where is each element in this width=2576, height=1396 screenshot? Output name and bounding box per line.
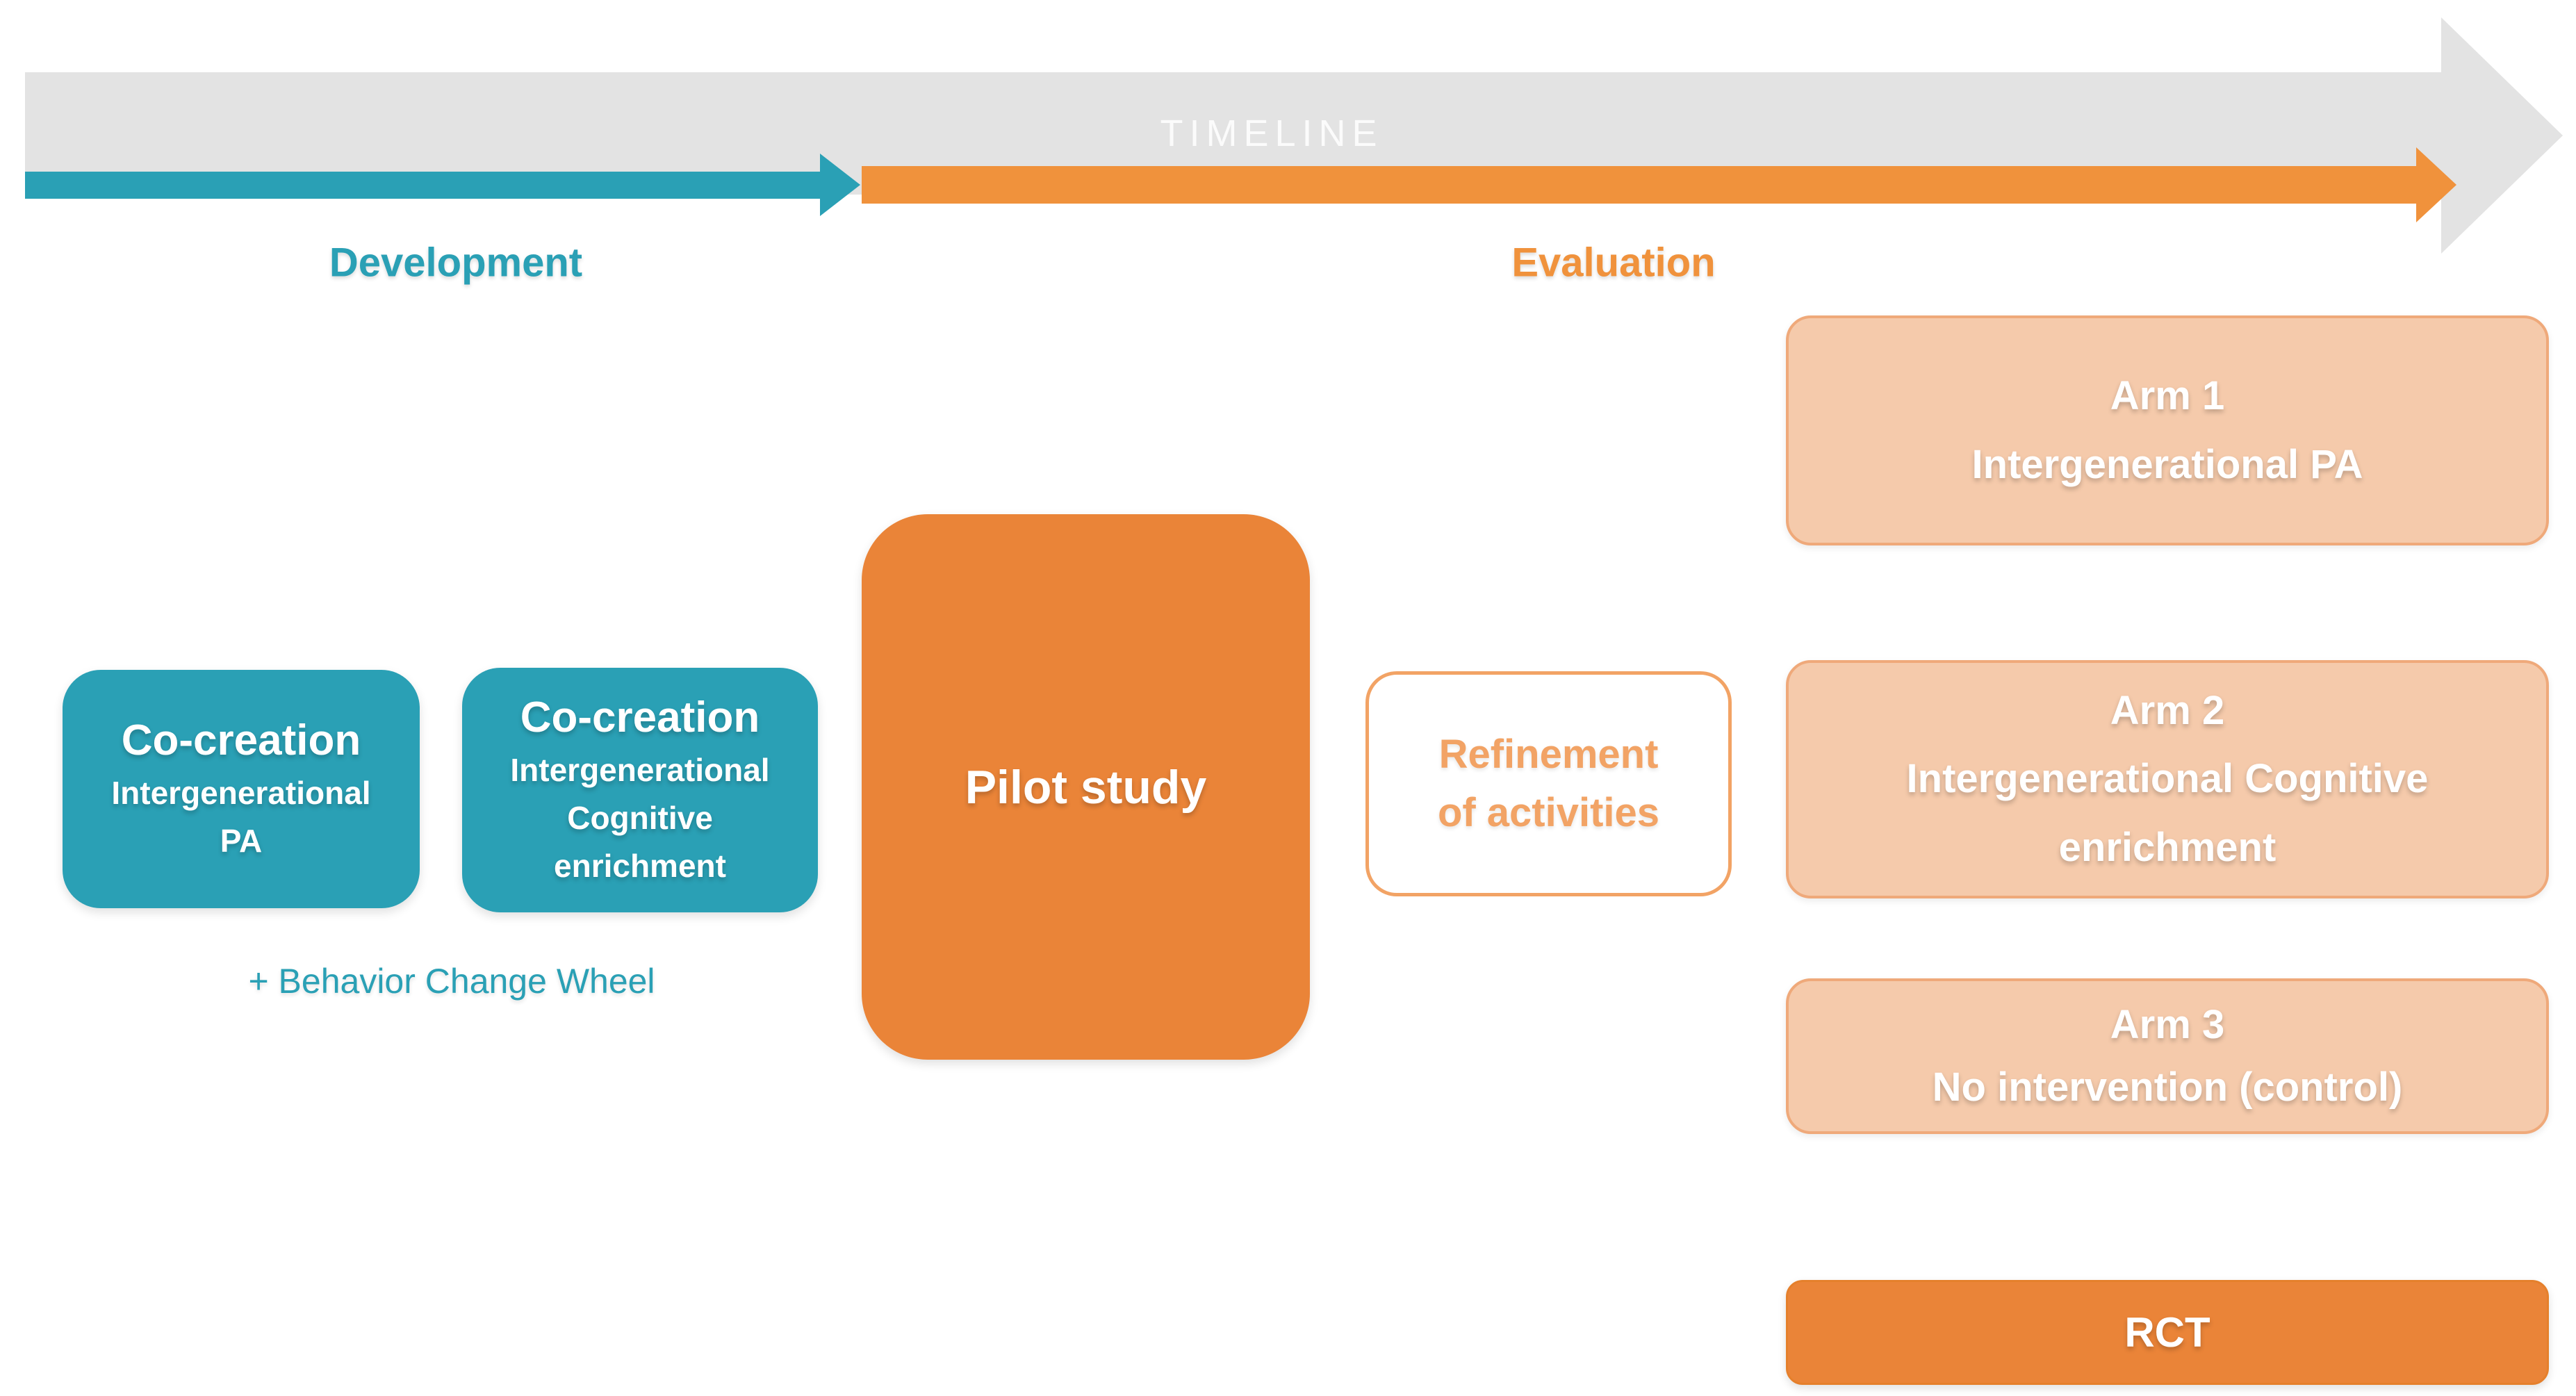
cocreation-cognitive-line-3: enrichment <box>554 847 726 884</box>
arm-2-line-2: enrichment <box>2058 824 2276 870</box>
refinement-line-2: of activities <box>1437 790 1660 835</box>
evaluation-arrow-body <box>862 166 2416 204</box>
arm-1-title: Arm 1 <box>2110 372 2225 418</box>
evaluation-phase-label: Evaluation <box>1511 240 1716 286</box>
cocreation-pa-box: Co-creation Intergenerational PA <box>63 670 420 908</box>
development-arrow-body <box>25 172 820 199</box>
cocreation-pa-title: Co-creation <box>121 716 361 765</box>
cocreation-cognitive-line-2: Cognitive <box>567 799 713 836</box>
arm-2-title: Arm 2 <box>2110 687 2225 733</box>
development-arrowhead-icon <box>820 154 860 216</box>
cocreation-cognitive-line-1: Intergenerational <box>510 751 770 788</box>
arm-3-line-1: No intervention (control) <box>1932 1065 2403 1110</box>
arm-3-title: Arm 3 <box>2110 1002 2225 1048</box>
arm-1-line-1: Intergenerational PA <box>1971 441 2363 487</box>
pilot-study-label: Pilot study <box>965 760 1207 814</box>
arm-2-box: Arm 2 Intergenerational Cognitive enrich… <box>1786 660 2549 898</box>
cocreation-cognitive-box: Co-creation Intergenerational Cognitive … <box>462 668 818 912</box>
rct-box: RCT <box>1786 1280 2549 1385</box>
arm-2-line-1: Intergenerational Cognitive <box>1906 756 2429 802</box>
development-phase-label: Development <box>329 240 583 286</box>
cocreation-pa-line-1: Intergenerational <box>111 774 371 811</box>
arm-3-box: Arm 3 No intervention (control) <box>1786 978 2549 1134</box>
cocreation-cognitive-title: Co-creation <box>520 693 760 742</box>
rct-label: RCT <box>2124 1309 2210 1356</box>
pilot-study-box: Pilot study <box>862 514 1310 1060</box>
refinement-line-1: Refinement <box>1438 731 1659 777</box>
behavior-change-wheel-note: + Behavior Change Wheel <box>248 962 655 1001</box>
evaluation-arrowhead-icon <box>2416 147 2456 222</box>
refinement-box: Refinement of activities <box>1365 671 1732 896</box>
timeline-arrowhead-icon <box>2441 17 2563 254</box>
arm-1-box: Arm 1 Intergenerational PA <box>1786 315 2549 545</box>
cocreation-pa-line-2: PA <box>220 822 263 859</box>
timeline-label: TIMELINE <box>1160 113 1384 154</box>
